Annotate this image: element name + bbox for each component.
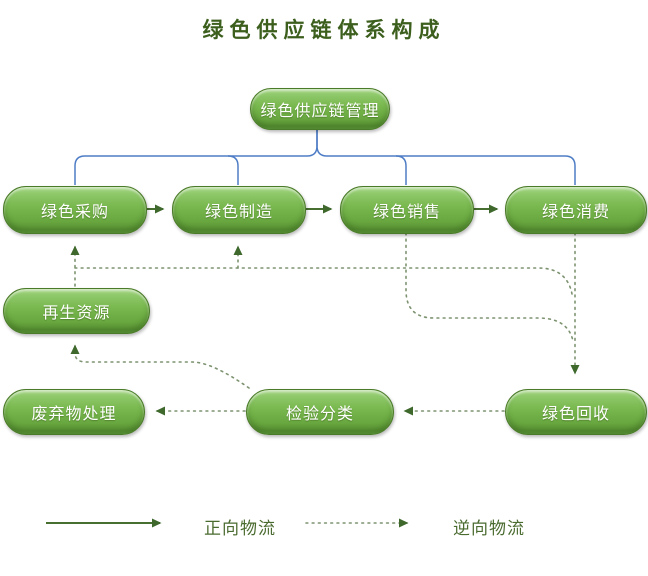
- arrow-inspection-renewable: [70, 344, 250, 389]
- legend-forward-label: 正向物流: [204, 519, 276, 539]
- node-sales-label: 绿色销售: [372, 202, 441, 221]
- node-renewable-label: 再生资源: [42, 303, 111, 322]
- node-inspection: 检验分类: [246, 389, 394, 435]
- diagram-title: 绿色供应链体系构成: [202, 18, 446, 42]
- node-manufacturing: 绿色制造: [172, 186, 306, 234]
- node-inspection-label: 检验分类: [285, 404, 354, 423]
- line-sales-to-recycle: [405, 232, 574, 342]
- node-waste: 废弃物处理: [3, 389, 145, 435]
- node-consumption-label: 绿色消费: [541, 202, 610, 221]
- hierarchy-connector: [74, 128, 576, 185]
- line-recycle-to-manufacturing-rail: [74, 267, 573, 295]
- node-manufacturing-label: 绿色制造: [204, 202, 273, 221]
- node-recycle-label: 绿色回收: [541, 404, 610, 423]
- node-recycle: 绿色回收: [505, 389, 647, 435]
- node-procurement: 绿色采购: [3, 186, 147, 234]
- node-management-label: 绿色供应链管理: [260, 101, 380, 120]
- reverse-flow-arrows: [70, 232, 580, 416]
- node-waste-label: 废弃物处理: [31, 404, 117, 423]
- legend-reverse-label: 逆向物流: [453, 519, 525, 539]
- node-renewable: 再生资源: [3, 288, 150, 334]
- node-procurement-label: 绿色采购: [40, 202, 109, 221]
- node-sales: 绿色销售: [340, 186, 474, 234]
- node-consumption: 绿色消费: [505, 186, 647, 234]
- node-management: 绿色供应链管理: [250, 88, 390, 130]
